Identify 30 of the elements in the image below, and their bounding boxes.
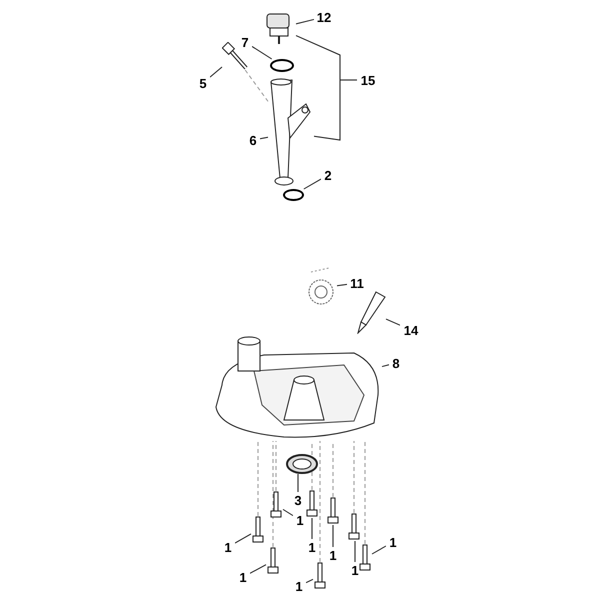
shaft-seal-drawing	[286, 454, 318, 474]
bolt-drawing	[266, 547, 280, 575]
leader-line	[234, 533, 252, 544]
leader-line	[372, 546, 386, 554]
leader-line	[250, 564, 266, 574]
bolt-drawing	[347, 513, 361, 541]
assembly-line	[244, 70, 268, 102]
bolt-drawing	[358, 544, 372, 572]
bolt-drawing	[305, 490, 319, 518]
bolt-drawing	[269, 491, 283, 519]
bolt-drawing	[313, 562, 327, 590]
bolt-drawing	[326, 497, 340, 525]
leader-line	[296, 18, 314, 24]
leader-line	[252, 46, 272, 60]
leader-line	[303, 178, 322, 190]
o-ring	[270, 59, 294, 72]
leader-line	[210, 66, 222, 78]
leader-line	[386, 318, 400, 326]
leader-line	[382, 364, 390, 368]
assembly-line	[364, 440, 366, 544]
assembly-line	[272, 440, 274, 548]
leader-line	[314, 80, 358, 141]
leader-line	[260, 136, 268, 140]
o-ring	[283, 189, 304, 201]
leader-line	[282, 508, 294, 516]
leader-line	[336, 284, 348, 286]
bolt-drawing	[251, 516, 265, 544]
leader-line	[354, 540, 356, 562]
leader-line	[332, 524, 334, 548]
leader-line	[306, 578, 314, 584]
